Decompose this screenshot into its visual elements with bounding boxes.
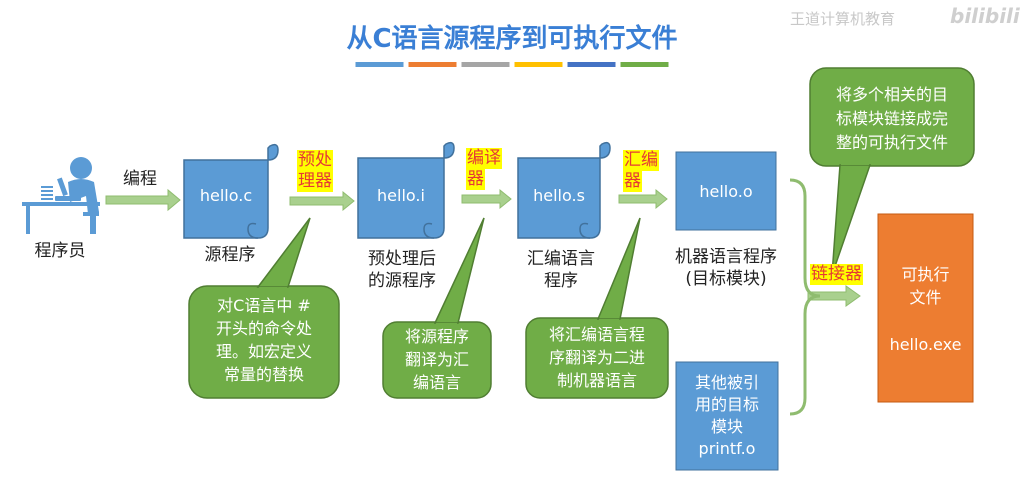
- other-object-line4: printf.o: [698, 439, 756, 458]
- assembly-caption-line2: 程序: [544, 271, 578, 291]
- title-color-bars: [355, 62, 669, 67]
- edit-label: 编程: [123, 169, 157, 189]
- arrow-preprocess: [289, 190, 355, 212]
- link-bubble-line2: 标模块链接成完: [835, 109, 948, 128]
- preprocessed-file-name: hello.i: [377, 186, 425, 205]
- other-object-line2: 用的目标: [694, 395, 759, 414]
- assembler-label-line1: 汇编: [623, 150, 659, 171]
- exe-line3: hello.exe: [889, 335, 962, 354]
- source-file-name: hello.c: [199, 186, 253, 205]
- object-caption-line2: (目标模块): [685, 269, 767, 289]
- exe-line1: 可执行: [901, 265, 950, 284]
- compile-bubble-line1: 将源程序: [404, 327, 469, 346]
- link-bubble-line3: 整的可执行文件: [835, 133, 948, 152]
- title-color-bar: [514, 62, 563, 67]
- title-color-bar: [408, 62, 457, 67]
- linker-input-bracket: [789, 178, 821, 416]
- compiler-label-line2: 器: [466, 169, 485, 190]
- preprocessed-caption-line2: 的源程序: [368, 271, 436, 291]
- preprocessed-file-scroll: [357, 141, 455, 239]
- source-caption: 源程序: [204, 245, 256, 265]
- link-bubble-line1: 将多个相关的目: [835, 85, 948, 104]
- object-caption-line1: 机器语言程序: [675, 247, 777, 267]
- assembly-file-scroll: [517, 141, 611, 239]
- arrow-compile: [461, 188, 512, 210]
- preprocess-bubble-line3: 理。如宏定义: [215, 342, 312, 361]
- title-color-bar: [567, 62, 616, 67]
- title-color-bar: [355, 62, 404, 67]
- object-file-box: [675, 151, 777, 231]
- arrow-assemble: [618, 188, 668, 210]
- arrow-link: [807, 285, 861, 307]
- compile-bubble-line2: 翻译为汇: [404, 350, 469, 369]
- other-object-line1: 其他被引: [694, 373, 759, 392]
- assembly-caption-line1: 汇编语言: [527, 249, 595, 269]
- watermark-text: 王道计算机教育: [790, 10, 896, 28]
- assemble-bubble-shape: [525, 217, 669, 399]
- assembler-label-line2: 器: [623, 171, 642, 192]
- link-bubble-shape: [809, 67, 975, 276]
- bilibili-logo: bilibili: [950, 4, 1020, 28]
- object-file-name: hello.o: [699, 182, 753, 201]
- page-title: 从C语言源程序到可执行文件: [346, 24, 678, 54]
- preprocessor-label-line2: 理器: [297, 171, 333, 192]
- title-color-bar: [461, 62, 510, 67]
- preprocessor-label-line1: 预处: [297, 150, 333, 171]
- compile-bubble-line3: 编语言: [412, 373, 461, 392]
- exe-line2: 文件: [909, 288, 942, 307]
- programmer-label: 程序员: [34, 241, 86, 261]
- linker-label: 链接器: [810, 264, 863, 285]
- compile-bubble-shape: [382, 217, 492, 399]
- assemble-bubble-line3: 制机器语言: [556, 371, 637, 390]
- assemble-bubble-line2: 序翻译为二进: [548, 348, 645, 367]
- preprocess-bubble-line2: 开头的命令处: [215, 319, 312, 338]
- compiler-label-line1: 编译: [466, 148, 502, 169]
- preprocess-bubble-shape: [188, 217, 340, 399]
- exe-file-box: [877, 213, 974, 403]
- title-color-bar: [620, 62, 669, 67]
- preprocess-bubble-line1: 对C语言中 #: [217, 296, 311, 315]
- other-object-box: [675, 361, 779, 471]
- other-object-line3: 模块: [710, 417, 743, 436]
- assemble-bubble-line1: 将汇编语言程: [548, 325, 645, 344]
- arrow-edit: [105, 188, 181, 212]
- preprocessed-caption-line1: 预处理后: [368, 249, 436, 269]
- programmer-at-desk-icon: [22, 157, 100, 234]
- preprocess-bubble-line4: 常量的替换: [223, 365, 304, 384]
- assembly-file-name: hello.s: [533, 186, 585, 205]
- source-file-scroll: [183, 143, 279, 239]
